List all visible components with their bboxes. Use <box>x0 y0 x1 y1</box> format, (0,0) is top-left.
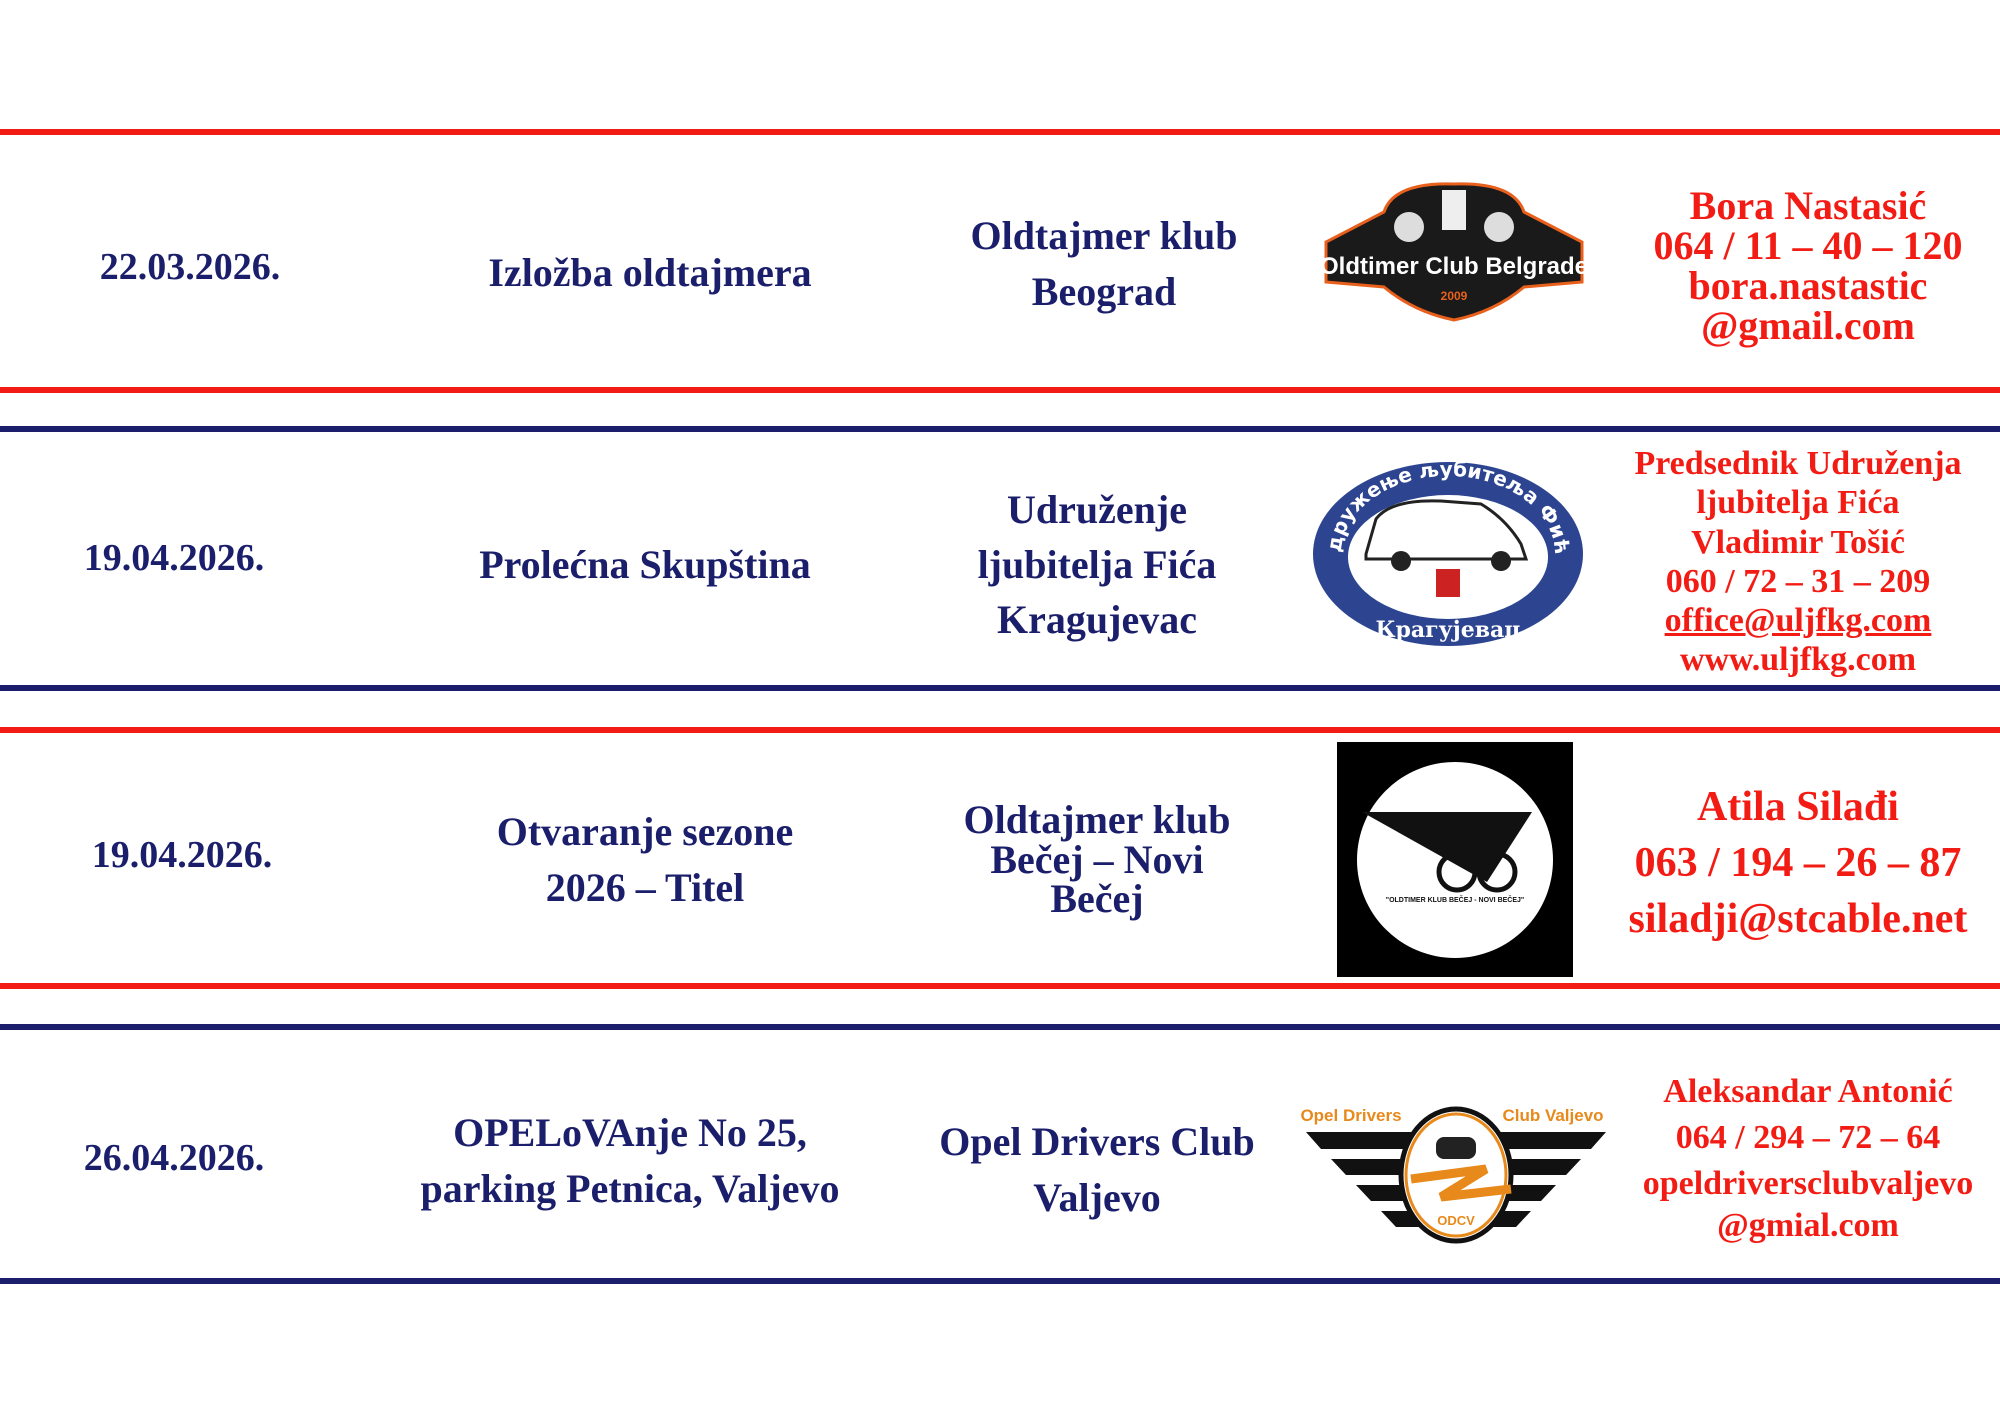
contact-website: www.uljfkg.com <box>1679 641 1917 679</box>
club-name-line: Oldtajmer klub <box>970 213 1238 258</box>
event-date: 19.04.2026. <box>83 537 265 579</box>
oldtimer-club-belgrade-logo: Oldtimer Club Belgrade 2009 <box>1324 182 1584 322</box>
udruzenje-ljubitelja-fica-logo: Удружење љубитеља Фића Крагујевац <box>1311 459 1583 646</box>
club-name: Udruženje ljubitelja Fića Kragujevac <box>978 482 1217 647</box>
club-name-line: Bečej <box>1050 876 1144 921</box>
divider <box>0 387 2000 393</box>
event-title: OPELoVAnje No 25, parking Petnica, Valje… <box>421 1105 840 1217</box>
divider <box>0 727 2000 733</box>
event-title-line: OPELoVAnje No 25, <box>453 1110 807 1155</box>
contact: Bora Nastasić 064 / 11 – 40 – 120 bora.n… <box>1654 186 1963 346</box>
contact: Predsednik Udruženja ljubitelja Fića Vla… <box>1634 444 1961 680</box>
logo-left-text: Opel Drivers <box>1301 1106 1402 1125</box>
logo-year: 2009 <box>1441 289 1468 303</box>
contact-email: @gmail.com <box>1701 303 1915 348</box>
event-title-line: 2026 – Titel <box>545 865 745 910</box>
contact: Atila Silađi 063 / 194 – 26 – 87 siladji… <box>1629 780 1968 946</box>
event-date: 26.04.2026. <box>83 1137 265 1179</box>
contact-email-link[interactable]: office@uljfkg.com <box>1664 602 1932 640</box>
event-title: Otvaranje sezone 2026 – Titel <box>497 804 794 916</box>
logo-right-text: Club Valjevo <box>1502 1106 1603 1125</box>
opel-drivers-club-valjevo-logo: Opel Drivers Club Valjevo ODCV <box>1301 1106 1606 1244</box>
club-name: Oldtajmer klub Beograd <box>970 208 1237 320</box>
contact-phone: 064 / 11 – 40 – 120 <box>1653 223 1963 268</box>
club-name-line: Opel Drivers Club <box>939 1119 1255 1164</box>
divider <box>0 1024 2000 1030</box>
logo-text: Oldtimer Club Belgrade <box>1324 253 1584 280</box>
divider <box>0 685 2000 691</box>
event-date: 19.04.2026. <box>91 834 273 876</box>
contact-name: Aleksandar Antonić <box>1663 1073 1953 1110</box>
logo-badge: ODCV <box>1437 1213 1475 1228</box>
contact-role: Predsednik Udruženja <box>1634 445 1962 482</box>
contact-email: @gmial.com <box>1717 1207 1899 1244</box>
club-name-line: Udruženje <box>1007 487 1187 532</box>
event-title-line: parking Petnica, Valjevo <box>420 1166 840 1211</box>
event-date: 22.03.2026. <box>99 246 281 288</box>
contact-phone: 064 / 294 – 72 – 64 <box>1675 1119 1941 1156</box>
divider <box>0 129 2000 135</box>
event-title: Prolećna Skupština <box>479 537 811 593</box>
event-title-line: Prolećna Skupština <box>479 542 811 587</box>
club-name: Opel Drivers Club Valjevo <box>939 1114 1255 1226</box>
contact-name: Vladimir Tošić <box>1691 523 1905 561</box>
club-name-line: ljubitelja Fića <box>977 542 1217 587</box>
club-name-line: Beograd <box>1031 269 1177 314</box>
divider <box>0 426 2000 432</box>
contact-email: bora.nastastic <box>1688 263 1928 308</box>
club-name-line: Bečej – Novi <box>990 836 1204 882</box>
contact-email: opeldriversclubvaljevo <box>1642 1165 1974 1202</box>
event-title-line: Otvaranje sezone <box>496 809 794 854</box>
contact: Aleksandar Antonić 064 / 294 – 72 – 64 o… <box>1643 1070 1974 1246</box>
logo-bottom-text: Крагујевац <box>1376 617 1521 643</box>
contact-phone: 060 / 72 – 31 – 209 <box>1665 562 1931 600</box>
event-title-line: Izložba oldtajmera <box>488 250 812 295</box>
contact-phone: 063 / 194 – 26 – 87 <box>1634 840 1962 886</box>
contact-name: Bora Nastasić <box>1689 183 1927 228</box>
event-title: Izložba oldtajmera <box>488 245 811 301</box>
contact-role: ljubitelja Fića <box>1696 484 1900 522</box>
contact-name: Atila Silađi <box>1697 784 1899 830</box>
logo-text: "OLDTIMER KLUB BEČEJ - NOVI BEČEJ" <box>1386 895 1524 904</box>
oldtimer-klub-becej-logo: "OLDTIMER KLUB BEČEJ - NOVI BEČEJ" <box>1337 742 1573 977</box>
club-name-line: Valjevo <box>1033 1175 1161 1220</box>
contact-email: siladji@stcable.net <box>1628 896 1968 942</box>
club-name: Oldtajmer klub Bečej – Novi Bečej <box>963 800 1230 919</box>
divider <box>0 983 2000 989</box>
club-name-line: Kragujevac <box>997 597 1197 642</box>
divider <box>0 1278 2000 1284</box>
club-name-line: Oldtajmer klub <box>963 797 1231 842</box>
